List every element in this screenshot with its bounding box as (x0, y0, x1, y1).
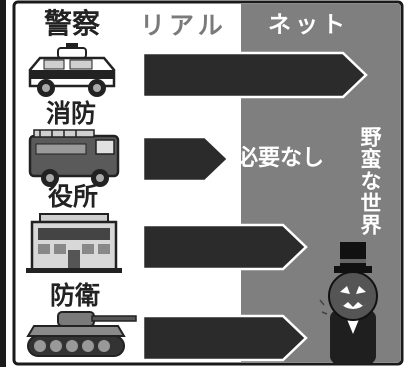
arrow-police (141, 51, 368, 99)
note-wild-world: 野蛮な世界 (358, 126, 382, 236)
arrow-fire (141, 135, 230, 183)
left-edge-remnant (0, 0, 6, 367)
label-police: 警察 (44, 7, 101, 40)
pumpkin-head-gentleman-icon (319, 242, 378, 364)
arrows (141, 51, 368, 362)
header-real: リアル (140, 11, 227, 40)
police-car-icon (28, 43, 116, 97)
label-office: 役所 (48, 182, 99, 211)
label-defense: 防衛 (50, 281, 101, 310)
label-fire: 消防 (46, 99, 97, 128)
fire-truck-icon (28, 129, 120, 187)
arrow-defense (141, 314, 308, 362)
city-office-icon (26, 213, 122, 273)
tank-icon (26, 311, 137, 357)
arrow-office (141, 223, 308, 271)
note-not-needed: 必要なし (236, 146, 325, 171)
header-net: ネット (268, 12, 349, 38)
